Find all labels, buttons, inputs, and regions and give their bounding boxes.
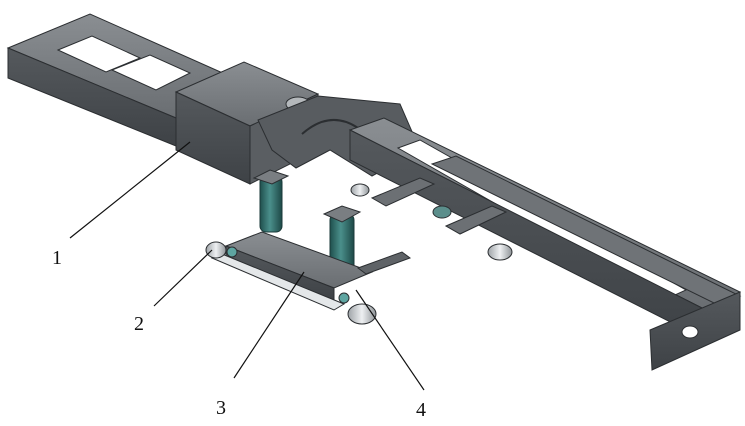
left-rail-opening	[56, 35, 142, 73]
right-rail-front	[349, 129, 707, 341]
wheel-left-hub	[226, 246, 238, 258]
leader-2	[153, 249, 213, 307]
roller-rear-1	[350, 183, 370, 197]
cylinder-left	[259, 175, 283, 233]
roller-rear-3	[487, 243, 513, 261]
wheel-left	[205, 241, 227, 259]
callouts: 1 2 3 4	[52, 141, 426, 421]
cylinder-right-cap	[322, 205, 362, 223]
cylinder-left-cap	[252, 169, 290, 185]
roller-rear-2	[432, 205, 452, 219]
left-rail-opening-2	[110, 54, 192, 91]
wheel-right-hub	[338, 292, 350, 304]
lower-beam	[224, 231, 412, 301]
lower-link-bar	[356, 251, 412, 275]
callout-label-2: 2	[134, 313, 144, 335]
hydraulic-cylinders	[252, 169, 362, 273]
leader-1	[69, 141, 191, 239]
rear-rollers	[350, 183, 513, 261]
callout-label-3: 3	[216, 397, 226, 419]
leader-4	[355, 289, 425, 391]
callout-label-4: 4	[416, 399, 426, 421]
lower-rail-top	[430, 155, 742, 305]
cross-member-2	[444, 205, 508, 235]
callout-label-1: 1	[52, 247, 62, 269]
cross-member-1	[370, 177, 436, 207]
leader-3	[233, 271, 305, 379]
end-cap-hole	[681, 325, 699, 339]
main-frame	[6, 13, 742, 371]
